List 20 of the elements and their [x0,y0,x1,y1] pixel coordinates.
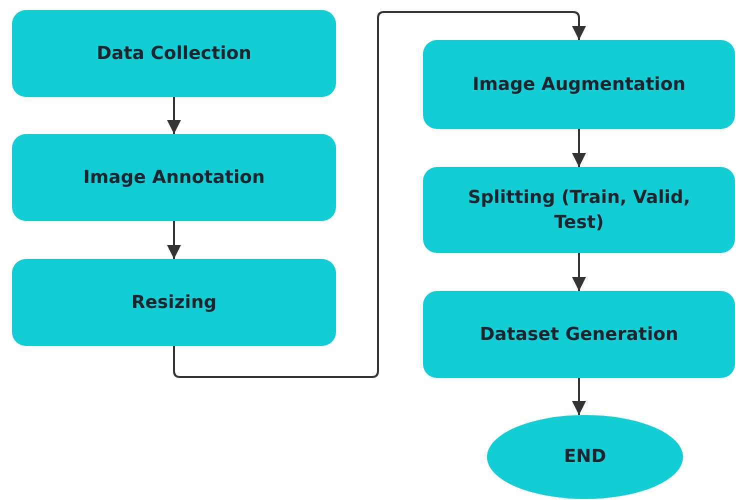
node-label: Resizing [130,290,218,315]
node-label: Splitting (Train, Valid, Test) [466,186,692,235]
node-label: Dataset Generation [478,322,680,347]
arrow [572,378,586,415]
process-box [423,167,735,253]
terminal-ellipse [487,415,683,499]
node-label: Image Augmentation [471,72,687,97]
arrow [572,129,586,167]
arrow [167,221,181,259]
process-box [12,134,336,221]
arrow [572,253,586,291]
node-label: END [562,445,608,470]
node-label: Data Collection [96,42,252,66]
node-label: Image Annotation [82,166,266,190]
process-box [12,10,336,97]
process-box [12,259,336,346]
process-box [423,291,735,378]
arrow [167,97,181,134]
arrow [173,11,586,378]
process-box [423,40,735,129]
